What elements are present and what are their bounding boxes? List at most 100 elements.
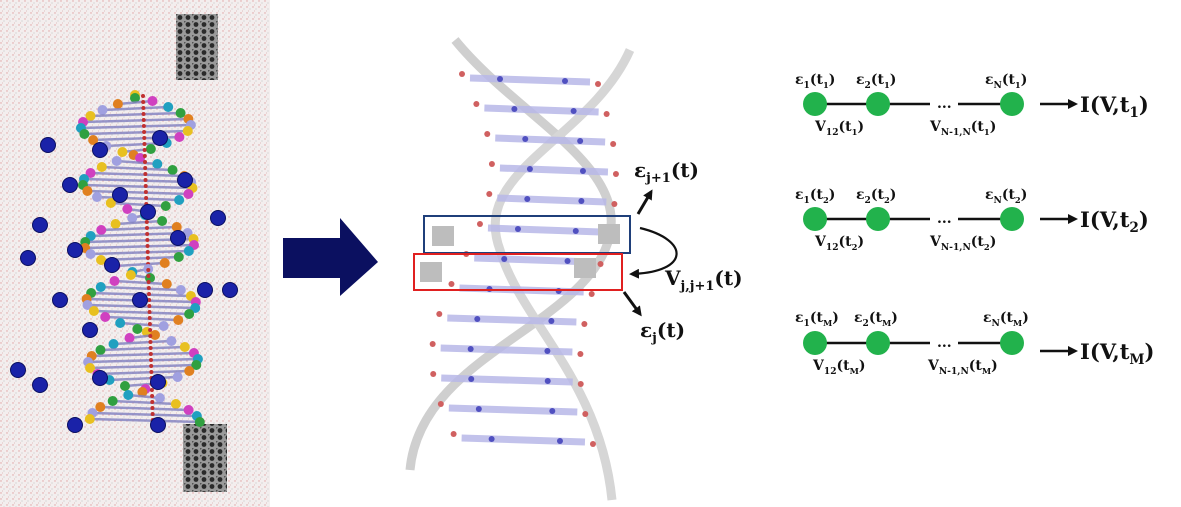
base-pair-rung: [97, 369, 190, 376]
counter-ion: [132, 292, 148, 308]
counter-ion: [82, 322, 98, 338]
counter-ion: [67, 242, 83, 258]
counter-ions: [10, 130, 238, 433]
label-epsN: εN(t2): [985, 187, 1027, 206]
stacked-base: [495, 134, 606, 146]
coupling-curved-arrow: [629, 226, 678, 279]
atom-dot: [548, 318, 555, 324]
atom-dot: [144, 220, 149, 224]
atom-dot: [143, 190, 148, 194]
atom-dot: [473, 101, 480, 107]
label-v12: V12(t1): [814, 119, 864, 138]
atom-dot: [143, 166, 148, 170]
stacked-base: [497, 194, 607, 206]
base-pair-rung: [90, 363, 197, 370]
atom-dot: [146, 280, 151, 284]
atom-dot: [150, 412, 155, 416]
base-pair-rung: [96, 195, 180, 202]
sugar-ring: [574, 258, 596, 278]
backbone-bead: [183, 189, 194, 199]
site-node-2: [866, 207, 890, 231]
atom-dot: [142, 142, 147, 146]
sugar-ring: [420, 262, 442, 282]
atom-dot: [459, 71, 465, 77]
base-pair-rung: [117, 99, 153, 106]
site-node-n: [1000, 207, 1024, 231]
atom-dot: [474, 316, 481, 322]
atom-dot: [544, 348, 551, 354]
base-pair-rung: [88, 357, 198, 364]
base-pair-rung: [109, 375, 178, 382]
counter-ion: [104, 257, 120, 273]
atom-dot: [143, 160, 147, 164]
backbone-bead: [157, 216, 168, 226]
atom-dot: [148, 352, 153, 356]
counter-ion: [177, 172, 193, 188]
base-pair-rung: [128, 393, 161, 400]
label-eps1: ε1(tM): [795, 310, 839, 329]
counter-ion: [20, 250, 36, 266]
base-pair-rung: [100, 345, 185, 352]
site-node-n: [1000, 92, 1024, 116]
atom-dot: [147, 310, 152, 314]
atom-dot: [147, 298, 152, 302]
backbone-bead: [171, 222, 182, 232]
atom-dot: [429, 341, 436, 347]
backbone-bead: [107, 396, 118, 406]
atom-dot: [468, 376, 475, 382]
chain-ellipsis: ...: [937, 211, 952, 227]
atom-dot: [150, 400, 155, 404]
atom-dot: [150, 406, 155, 410]
counter-ion: [32, 377, 48, 393]
base-pair-rung: [115, 261, 165, 268]
backbone-bead: [147, 96, 158, 106]
atom-dot: [149, 370, 154, 374]
atom-dot: [436, 311, 443, 317]
backbone-bead: [123, 390, 134, 400]
backbone-bead: [117, 147, 128, 157]
backbone-bead: [174, 195, 185, 205]
atom-dot: [145, 256, 150, 260]
backbone-bead: [85, 111, 96, 121]
base-pair-rung: [87, 189, 189, 196]
atom-dot: [595, 81, 601, 87]
counter-ion: [40, 137, 56, 153]
counter-ion: [210, 210, 226, 226]
atom-dot: [549, 408, 556, 414]
label-vN: VN-1,N(tM): [927, 358, 998, 377]
base-pair-rung: [91, 351, 194, 358]
label-epsN: εN(t1): [985, 72, 1027, 91]
atom-dot: [147, 322, 152, 326]
atom-dot: [437, 401, 444, 407]
base-pair-rung: [102, 105, 169, 112]
atom-dot: [141, 112, 146, 116]
atom-dot: [572, 228, 579, 234]
atom-dot: [488, 436, 495, 442]
backbone-bead: [96, 162, 107, 172]
site-node-n: [1000, 331, 1024, 355]
backbone-bead: [163, 102, 174, 112]
atom-dot: [577, 381, 584, 387]
atom-dot: [145, 250, 150, 254]
counter-ion: [10, 362, 26, 378]
backbone-bead: [167, 165, 178, 175]
backbone-bead: [110, 219, 121, 229]
backbone-bead: [174, 132, 185, 142]
atom-dot: [148, 346, 153, 350]
base-pair-rung: [84, 129, 188, 136]
backbone-bead: [115, 318, 126, 328]
counter-ion: [140, 204, 156, 220]
backbone-bead: [95, 345, 106, 355]
counter-ion: [112, 187, 128, 203]
backbone-bead: [96, 225, 107, 235]
backbone-bead: [184, 309, 195, 319]
label-eps-j1: εj+1(t): [634, 158, 699, 186]
atom-dot: [141, 124, 146, 128]
atom-dot: [577, 138, 584, 144]
backbone-bead: [112, 99, 123, 109]
atom-dot: [511, 106, 518, 112]
atom-dot: [142, 130, 147, 134]
atom-dot: [142, 148, 147, 152]
backbone-bead: [82, 186, 93, 196]
label-eps1: ε1(t2): [795, 187, 835, 206]
